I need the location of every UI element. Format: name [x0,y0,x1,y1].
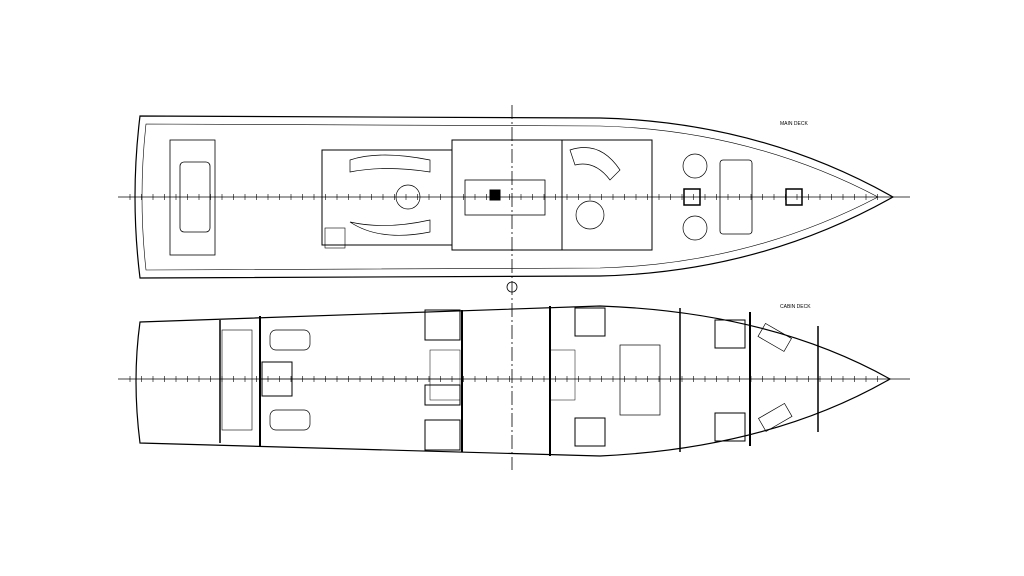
main-deck-title: MAIN DECK [780,121,808,127]
main-deck-plan [118,115,910,279]
cabin-deck-plan [118,305,910,457]
cabin-deck-title: CABIN DECK [780,304,811,310]
cabin-deck-hull [135,305,892,457]
main-deck-hull [134,115,895,279]
